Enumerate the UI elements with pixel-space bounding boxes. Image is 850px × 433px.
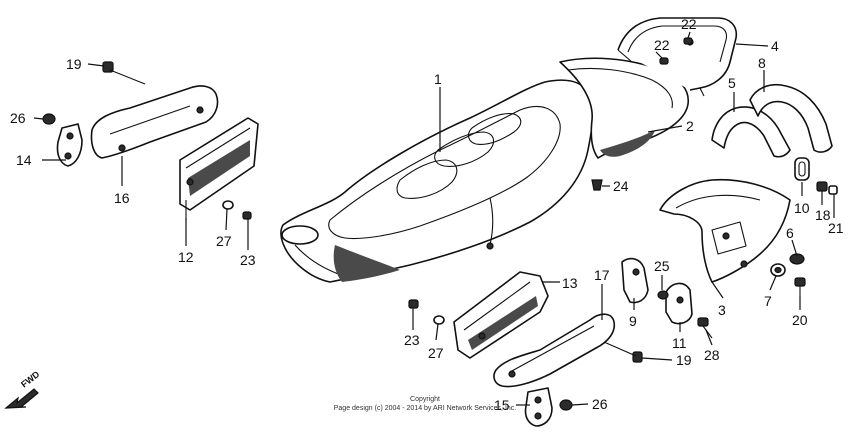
bracket-14 <box>56 123 83 167</box>
callout-23-bottom: 23 <box>404 332 420 348</box>
callout-2: 2 <box>686 118 694 134</box>
callout-7: 7 <box>764 293 772 309</box>
seat-bracket-13 <box>453 271 549 359</box>
callout-28: 28 <box>704 347 720 363</box>
callout-21: 21 <box>828 220 844 236</box>
bracket-9 <box>621 257 649 304</box>
callout-5: 5 <box>728 75 736 91</box>
tail-cowl <box>559 57 689 159</box>
rubber-grommet <box>794 157 810 181</box>
callout-16: 16 <box>114 190 130 206</box>
callout-17: 17 <box>594 267 610 283</box>
callout-20: 20 <box>792 312 808 328</box>
screw-22a <box>683 37 693 45</box>
forward-direction-indicator: FWD <box>4 369 42 409</box>
seat-bracket-12 <box>179 117 259 220</box>
bolt-18 <box>816 181 828 192</box>
callout-numbers: 1 2 3 4 5 6 7 8 9 10 11 12 13 14 15 16 1… <box>10 16 844 413</box>
callout-13: 13 <box>562 275 578 291</box>
screw-22b <box>659 57 669 65</box>
washer-27-top <box>222 200 234 210</box>
collar-7 <box>770 263 786 277</box>
bolt-23-bottom <box>408 299 419 309</box>
grab-handle-right <box>493 313 616 388</box>
callout-15: 15 <box>494 397 510 413</box>
forward-arrow-icon <box>4 388 39 409</box>
nut-26-top <box>42 113 56 125</box>
callout-26-top: 26 <box>10 110 26 126</box>
callout-3: 3 <box>718 302 726 318</box>
callout-19-bottom: 19 <box>676 352 692 368</box>
callout-14: 14 <box>16 152 32 168</box>
grab-rail-left <box>711 106 791 158</box>
bracket-15 <box>524 387 553 427</box>
callout-12: 12 <box>178 249 194 265</box>
callout-6: 6 <box>786 225 794 241</box>
callout-19-top: 19 <box>66 56 82 72</box>
leader-lines <box>33 31 835 406</box>
copyright-notice: Copyright Page design (c) 2004 - 2014 by… <box>334 396 517 412</box>
bolt-28 <box>697 317 713 339</box>
bolt-21 <box>828 185 838 195</box>
callout-26-bottom: 26 <box>592 396 608 412</box>
bolt-19-top <box>102 61 146 85</box>
callout-22-top: 22 <box>681 16 697 32</box>
callout-27-bottom: 27 <box>428 345 444 361</box>
bolt-20 <box>794 277 806 296</box>
callout-1: 1 <box>434 71 442 87</box>
grab-rail-right <box>749 84 833 153</box>
rear-fender <box>659 178 791 283</box>
callout-4: 4 <box>771 38 779 54</box>
copyright-line-1: Copyright <box>410 396 440 403</box>
bracket-11 <box>665 282 693 325</box>
washer-25 <box>657 290 669 300</box>
callout-27-top: 27 <box>216 233 232 249</box>
washer-27-bottom <box>433 315 445 325</box>
callout-10: 10 <box>794 200 810 216</box>
grab-handle-left <box>90 85 219 159</box>
seat <box>280 79 594 283</box>
callout-24: 24 <box>613 178 629 194</box>
bolt-23-top <box>242 211 252 220</box>
callout-8: 8 <box>758 55 766 71</box>
callout-23-top: 23 <box>240 252 256 268</box>
callout-22-middle: 22 <box>654 37 670 53</box>
callout-9: 9 <box>629 313 637 329</box>
nut-26-bottom <box>559 399 573 411</box>
screw-24 <box>591 179 603 191</box>
callout-11: 11 <box>672 335 687 351</box>
callout-25: 25 <box>654 258 670 274</box>
copyright-line-2: Page design (c) 2004 - 2014 by ARI Netwo… <box>334 405 517 412</box>
callout-18: 18 <box>815 207 831 223</box>
forward-label: FWD <box>19 369 42 390</box>
bolt-19-bottom <box>603 341 643 363</box>
